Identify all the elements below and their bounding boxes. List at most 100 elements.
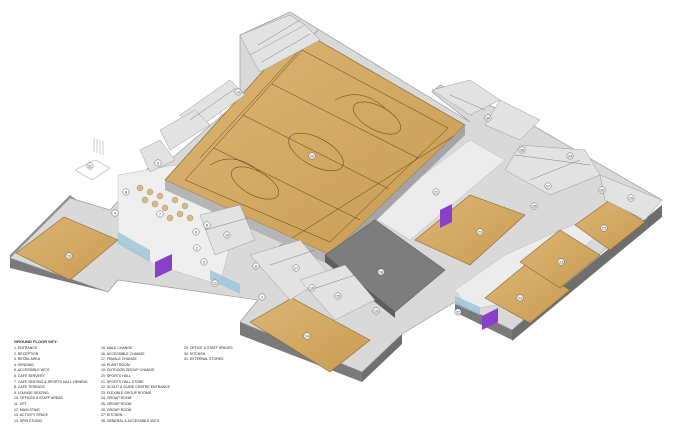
room-tag-29: 29 [627, 194, 635, 202]
interior-lines [189, 19, 591, 291]
external-stores [74, 138, 111, 181]
key-item: 25. GROUP ROOM [101, 401, 132, 406]
svg-text:21: 21 [434, 190, 438, 194]
key-item: 15. MALE CHANGE [101, 346, 133, 350]
key-item: 3. RETAIL AREA [14, 357, 41, 362]
svg-text:11: 11 [254, 264, 258, 268]
key-item: 5. ACCESSIBLE WC'S [14, 368, 50, 373]
room-tag-16: 16 [308, 284, 316, 292]
room-tag-13: 13 [65, 252, 73, 260]
svg-text:24: 24 [568, 154, 572, 158]
svg-text:17: 17 [294, 266, 298, 270]
room-tag-27: 27 [544, 182, 552, 190]
svg-text:10: 10 [225, 233, 229, 237]
svg-text:6: 6 [206, 223, 208, 227]
room-tag-10b: 10 [223, 231, 231, 239]
key-column-2: 15. MALE CHANGE 16. ACCESSIBLE CHANGE 17… [101, 346, 170, 424]
svg-text:14: 14 [305, 334, 309, 338]
room-tag-3: 3 [200, 258, 208, 266]
room-tag-28: 28 [518, 146, 526, 154]
svg-text:16: 16 [310, 286, 314, 290]
key-item: 8. CAFE TERRACE [14, 385, 45, 390]
room-tag-21: 21 [432, 188, 440, 196]
key-item: 12. MAIN STAIR [14, 407, 40, 412]
svg-text:9: 9 [195, 230, 197, 234]
key-item: 11. LIFT [14, 401, 27, 406]
svg-text:20: 20 [310, 154, 314, 158]
room-tag-7: 7 [156, 210, 164, 218]
svg-text:29: 29 [629, 196, 633, 200]
key-item: 14. SPIN STUDIO [14, 418, 43, 423]
room-tag-31: 31 [86, 162, 94, 170]
key-item: 9. LOUNGE SEATING [14, 390, 49, 395]
svg-text:28: 28 [520, 148, 524, 152]
room-tag-5: 5 [154, 159, 162, 167]
room-tag-4: 4 [111, 209, 119, 217]
room-tag-23c: 23 [557, 258, 565, 266]
room-tag-15: 15 [334, 292, 342, 300]
svg-text:15: 15 [336, 294, 340, 298]
svg-text:10: 10 [236, 90, 240, 94]
svg-text:25: 25 [532, 204, 536, 208]
key-item: 10. OFFICES & STAFF AREAS [14, 396, 63, 401]
svg-text:1: 1 [261, 295, 263, 299]
key-item: 28. GENERAL & ACCESSIBLE WC'S [101, 418, 160, 423]
room-tag-14: 14 [303, 332, 311, 340]
key-item: 19. OUTDOOR GROUP CHANGE [101, 368, 155, 373]
svg-text:22: 22 [456, 310, 460, 314]
key-item: 17. FEMALE CHANGE [101, 357, 137, 362]
room-tag-6: 6 [203, 221, 211, 229]
room-tag-1: 1 [258, 293, 266, 301]
key-item: 13. ACTIVITY SPACE [14, 413, 48, 418]
key-item: 20. SPORTS HALL [101, 373, 131, 378]
key-item: 16. ACCESSIBLE CHANGE [101, 351, 145, 356]
room-tag-23b: 23 [516, 294, 524, 302]
room-tag-17: 17 [292, 264, 300, 272]
svg-text:27: 27 [546, 184, 550, 188]
key-item: 30. KITCHEN [184, 351, 206, 356]
key-item: 4. VENDING [14, 362, 34, 367]
room-tag-23a: 23 [476, 228, 484, 236]
key-item: 22. SCOUT & GUIDE CENTRE ENTRANCE [101, 385, 170, 390]
room-tag-23d: 23 [600, 224, 608, 232]
key-item: 6. CAFE SERVERY [14, 373, 45, 378]
room-tag-19: 19 [372, 307, 380, 315]
ground-floor-key: GROUND FLOOR KEY: 1. ENTRANCE 2. RECEPTI… [14, 339, 414, 423]
key-column-3: 29. OFFICE & STAFF SPACES 30. KITCHEN 31… [184, 346, 233, 363]
svg-text:2: 2 [196, 246, 198, 250]
svg-text:23: 23 [478, 230, 482, 234]
key-item: 27. KITCHEN [101, 413, 123, 418]
partition-rooms [139, 14, 663, 321]
room-tag-22: 22 [454, 308, 462, 316]
svg-text:23: 23 [518, 296, 522, 300]
key-item: 31. EXTERNAL STORES [184, 357, 224, 362]
svg-text:23: 23 [602, 226, 606, 230]
svg-text:13: 13 [67, 254, 71, 258]
svg-text:23: 23 [559, 260, 563, 264]
key-column-1: 1. ENTRANCE 2. RECEPTION 3. RETAIL AREA … [14, 346, 88, 424]
key-item: 24. GROUP ROOM [101, 396, 132, 401]
key-title: GROUND FLOOR KEY: [14, 339, 58, 344]
key-item: 2. RECEPTION [14, 351, 39, 356]
key-item: 18. PLANT ROOM [101, 362, 130, 367]
key-item: 7. CAFE SEATING & SPORTS HALL VIEWING [14, 379, 88, 384]
svg-text:12: 12 [213, 281, 217, 285]
svg-text:4: 4 [114, 211, 116, 215]
svg-text:18: 18 [379, 270, 383, 274]
key-item: 23. FLEXIBLE GROUP ROOMS [101, 390, 152, 395]
svg-text:8: 8 [125, 190, 127, 194]
room-tag-24: 24 [566, 152, 574, 160]
room-tag-18: 18 [377, 268, 385, 276]
svg-text:7: 7 [159, 212, 161, 216]
svg-text:19: 19 [374, 309, 378, 313]
key-item: 26. GROUP ROOM [101, 407, 132, 412]
glazing [118, 232, 480, 315]
room-tag-30: 30 [484, 114, 492, 122]
purple-doors [155, 204, 498, 330]
key-item: 21. SPORTS HALL STORE [101, 379, 144, 384]
svg-text:30: 30 [486, 116, 490, 120]
room-tags: 20 21 18 13 14 23 23 23 23 24 10 10 31 3… [65, 88, 635, 340]
svg-text:3: 3 [203, 260, 205, 264]
room-tag-20: 20 [308, 152, 316, 160]
